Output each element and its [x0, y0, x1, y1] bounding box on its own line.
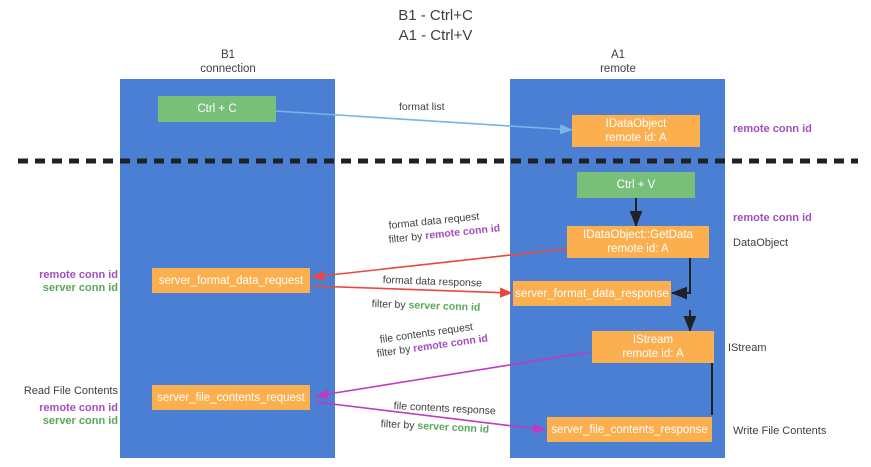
arrow-format-list — [274, 110, 573, 135]
node-istream-line-2: remote id: A — [622, 348, 684, 360]
annotation-remote-conn-id-top: remote conn id — [733, 123, 812, 135]
page-title-line-1: B1 - Ctrl+C — [398, 7, 473, 24]
annotation-left-server-conn-id: server conn id — [42, 282, 118, 294]
node-server-file-contents-response[interactable]: server_file_contents_response — [547, 417, 712, 442]
edge-label-format-list: format list — [399, 101, 445, 113]
column-header-b1-sub: connection — [200, 63, 256, 75]
node-server-format-data-request[interactable]: server_format_data_request — [152, 268, 310, 293]
node-server-file-contents-request[interactable]: server_file_contents_request — [152, 385, 310, 410]
node-istream-line-1: IStream — [632, 334, 674, 346]
page-title-line-2: A1 - Ctrl+V — [398, 27, 473, 44]
node-ctrl-c[interactable]: Ctrl + C — [158, 96, 276, 122]
edge-label-file-contents-response-filter-prefix: filter by — [380, 418, 418, 432]
node-idataobject[interactable]: IDataObject remote id: A — [572, 115, 700, 147]
edge-label-format-data-response-filter-key: server conn id — [408, 299, 481, 314]
arrow-file-contents-request — [315, 351, 591, 400]
edge-label-format-data-response-filter-prefix: filter by — [371, 298, 409, 312]
node-idataobject-line-1: IDataObject — [605, 118, 667, 130]
node-server-format-data-response-label: server_format_data_response — [515, 287, 669, 300]
arrow-format-data-request — [311, 247, 575, 281]
annotation-left-remote-conn-id-2: remote conn id — [39, 402, 118, 414]
annotation-left-server-conn-id-2: server conn id — [42, 415, 118, 427]
node-getdata-line-2: remote id: A — [607, 243, 669, 255]
column-header-b1: B1 connection — [148, 48, 308, 76]
edge-label-file-contents-response-filter-key: server conn id — [417, 419, 490, 436]
node-server-format-data-request-label: server_format_data_request — [158, 274, 304, 287]
node-ctrl-v[interactable]: Ctrl + V — [577, 172, 695, 198]
node-istream[interactable]: IStream remote id: A — [592, 331, 714, 363]
node-server-format-data-response[interactable]: server_format_data_response — [513, 281, 671, 306]
column-header-a1-sub: remote — [600, 63, 636, 75]
node-getdata-line-1: IDataObject::GetData — [583, 229, 693, 241]
page-title: B1 - Ctrl+C A1 - Ctrl+V — [0, 6, 871, 46]
arrow-file-contents-response — [315, 401, 546, 434]
annotation-read-file-contents: Read File Contents — [23, 385, 118, 397]
annotation-left-remote-conn-id: remote conn id — [39, 269, 118, 281]
column-header-b1-name: B1 — [220, 49, 236, 61]
column-header-a1-name: A1 — [610, 49, 626, 61]
node-ctrl-v-label: Ctrl + V — [616, 179, 656, 191]
arrow-getdata-to-format-response — [671, 257, 691, 300]
column-header-a1: A1 remote — [538, 48, 698, 76]
node-server-file-contents-request-label: server_file_contents_request — [157, 391, 305, 404]
edge-label-format-data-request-filter-prefix: filter by — [388, 230, 426, 246]
node-getdata[interactable]: IDataObject::GetData remote id: A — [567, 226, 709, 258]
annotation-istream: IStream — [728, 342, 767, 354]
annotation-write-file-contents: Write File Contents — [733, 425, 827, 437]
node-idataobject-line-2: remote id: A — [605, 132, 667, 144]
node-ctrl-c-label: Ctrl + C — [197, 103, 237, 115]
arrow-format-data-response — [311, 285, 513, 298]
annotation-remote-conn-id-mid: remote conn id — [733, 212, 812, 224]
node-server-file-contents-response-label: server_file_contents_response — [551, 423, 708, 436]
annotation-dataobject: DataObject — [733, 237, 789, 249]
